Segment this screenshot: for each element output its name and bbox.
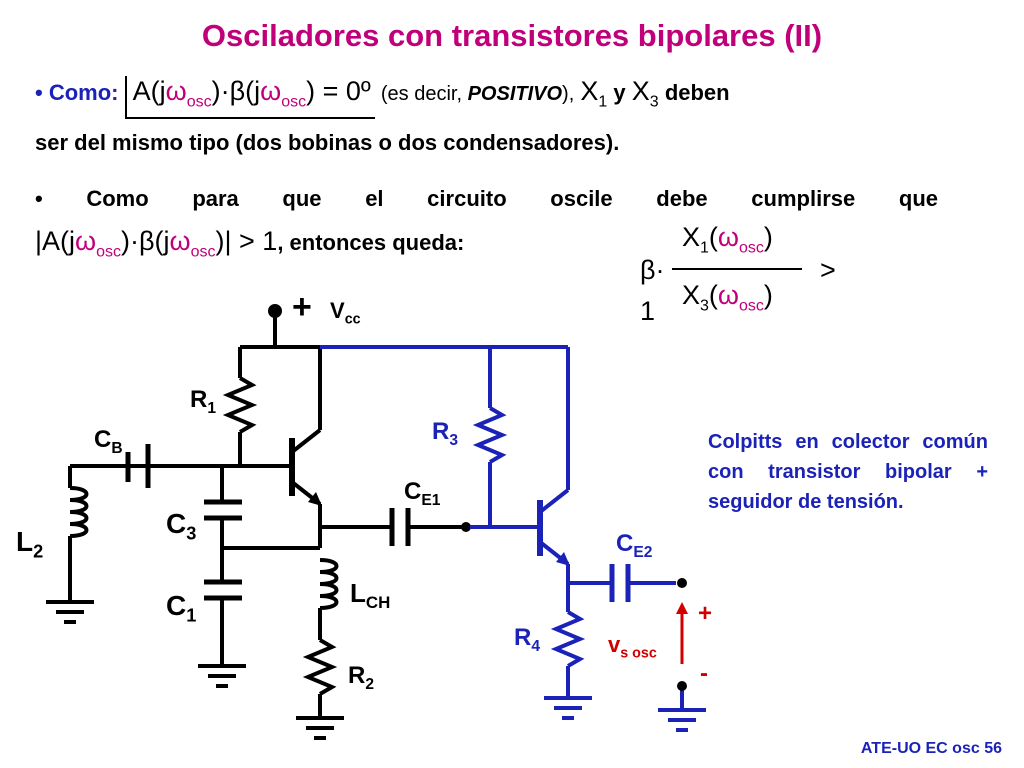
para1-paren: (es decir, POSITIVO),	[380, 83, 575, 105]
para2-line2: |A(jωosc)·β(jωosc)| > 1, entonces queda:	[35, 226, 464, 261]
vcc-plus: +	[292, 288, 312, 326]
formula-denominator: X3(ωosc)	[682, 280, 773, 315]
vs-minus: -	[700, 660, 708, 687]
phase-condition: A(jωosc)·β(jωosc) = 0º	[124, 76, 375, 120]
slide-title: Osciladores con transistores bipolares (…	[201, 18, 823, 53]
r1-resistor-icon	[222, 376, 258, 434]
r3-resistor-icon	[472, 406, 508, 464]
slide-footer: ATE-UO EC osc 56	[860, 740, 1002, 757]
para1-line1: • Como: A(jωosc)·β(jωosc) = 0º (es decir…	[35, 76, 730, 120]
r2-label: R2	[348, 662, 375, 693]
r1-label: R1	[190, 386, 217, 417]
formula-fraction-bar	[672, 268, 802, 270]
vcc-label: Vcc	[330, 298, 361, 328]
ce1-label: CE1	[404, 478, 441, 509]
formula-beta: β·	[640, 255, 665, 285]
para1-line2: ser del mismo tipo (dos bobinas o dos co…	[35, 130, 620, 155]
lch-inductor-icon	[319, 558, 339, 610]
circuit-note: Colpitts en colector común con transisto…	[708, 431, 988, 513]
circuit-blue-wires	[320, 345, 706, 732]
output-terminal-plus-icon	[677, 578, 687, 588]
gain-condition: |A(jωosc)·β(jωosc)| > 1	[35, 226, 278, 261]
para1-lead: • Como:	[35, 80, 119, 105]
vs-arrowhead-icon	[676, 602, 688, 614]
formula-numerator: X1(ωosc)	[682, 222, 773, 257]
r4-label: R4	[514, 624, 541, 655]
vs-plus: +	[698, 600, 713, 627]
r2-resistor-icon	[302, 638, 338, 696]
c1-label: C1	[166, 590, 197, 626]
formula-one: 1	[640, 296, 656, 326]
lch-label: LCH	[350, 578, 391, 613]
para2-tail: , entonces queda:	[277, 230, 465, 255]
r3-label: R3	[432, 418, 459, 449]
vs-label: vs osc	[608, 632, 657, 662]
circuit-black-wires	[46, 304, 462, 740]
para2-line1: • Como para que el circuito oscile debe …	[35, 186, 938, 211]
formula-gt: >	[820, 255, 836, 285]
l2-inductor-icon	[69, 486, 89, 538]
ce2-label: CE2	[616, 530, 653, 561]
output-terminal-minus-icon	[677, 681, 687, 691]
l2-label: L2	[16, 526, 44, 562]
cb-label: CB	[94, 426, 123, 457]
ce1-terminal-icon	[461, 522, 471, 532]
r4-resistor-icon	[550, 610, 586, 668]
c3-label: C3	[166, 508, 197, 544]
